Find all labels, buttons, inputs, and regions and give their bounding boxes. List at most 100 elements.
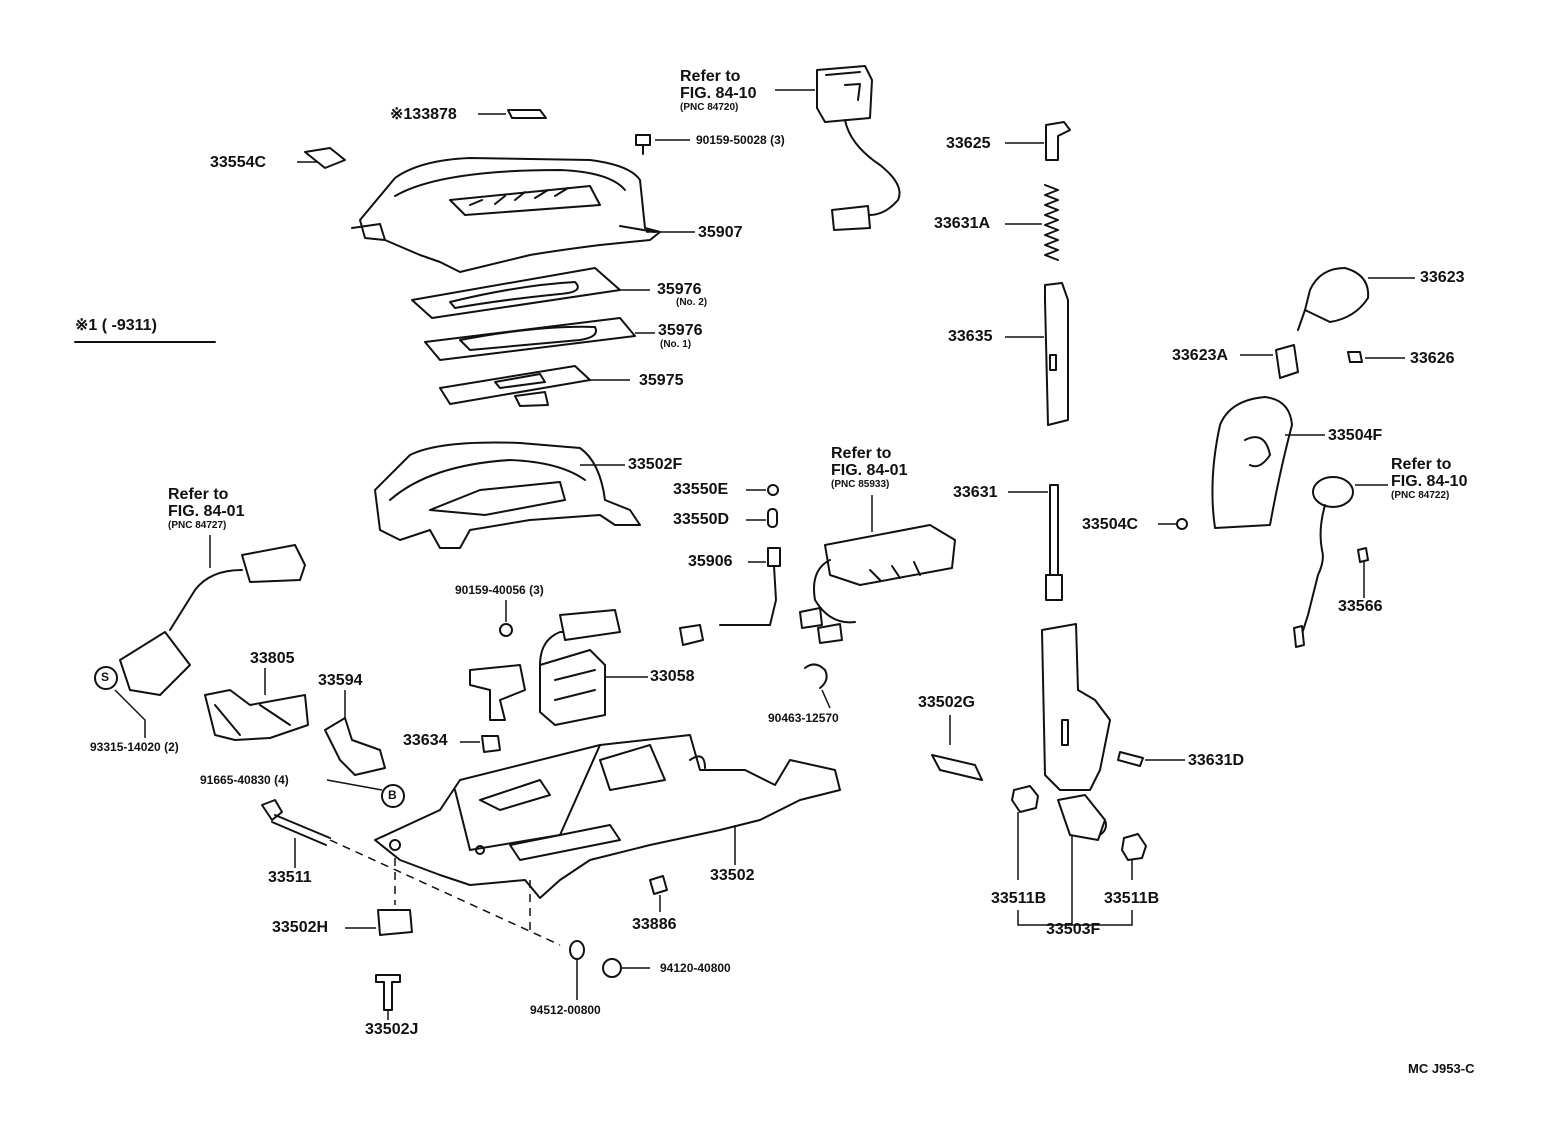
screw-90159-40056 [499,623,513,637]
label-33502F: 33502F [628,456,683,473]
mark-b-circle [381,784,405,808]
spring-33631A [1044,184,1059,261]
plate-133878 [507,109,547,119]
nut-94120-40800 [602,958,622,978]
diagram-code: MC J953-C [1408,1061,1475,1076]
label-33058: 33058 [650,668,695,685]
label-33635: 33635 [948,328,993,345]
label-35976-no1-sub: (No. 1) [660,339,692,350]
label-33511B-left: 33511B [991,890,1047,907]
label-33623: 33623 [1420,269,1465,286]
label-33631D: 33631D [1188,752,1245,769]
pin-33502G [931,754,983,781]
rod-33631 [1049,484,1059,581]
refer-84720-line2: FIG. 84-10 [680,85,757,102]
washer-94512-00800 [569,940,585,960]
refer-84722-line1: Refer to [1391,456,1452,473]
refer-84720-line1: Refer to [680,68,741,85]
pin-33626 [1347,351,1363,363]
label-90159-50028: 90159-50028 (3) [696,133,785,147]
plate-35976-no2 [411,267,621,319]
clip-33886 [649,875,668,895]
label-33511: 33511 [268,869,312,886]
mark-b: B [388,788,397,802]
refer-block-85933: Refer to FIG. 84-01 (PNC 85933) [831,445,907,490]
socket-35906 [767,547,781,567]
pin-33625 [1045,121,1071,161]
label-94120-40800: 94120-40800 [660,961,731,975]
label-33631: 33631 [953,484,998,501]
refer-84722-pnc: (PNC 84722) [1391,490,1450,501]
label-33566: 33566 [1338,598,1383,615]
refer-84720-pnc: (PNC 84720) [680,102,739,113]
label-33511B-right: 33511B [1104,890,1160,907]
pin-33631D [1117,751,1144,767]
shift-bezel-35907 [351,157,661,273]
label-35976-no1: 35976 [658,322,703,339]
label-33503F: 33503F [1046,921,1101,938]
rod-33635 [1044,282,1069,426]
label-33550E: 33550E [673,481,729,498]
cushion-33502H [377,909,413,936]
label-33502G: 33502G [918,694,975,711]
label-33626: 33626 [1410,350,1455,367]
refer-block-84722: Refer to FIG. 84-10 (PNC 84722) [1391,456,1467,501]
screw-33504C [1176,518,1188,530]
label-33502J: 33502J [365,1021,419,1038]
label-33594: 33594 [318,672,363,689]
label-35976-no2-sub: (No. 2) [676,297,708,308]
label-33502: 33502 [710,867,755,884]
clamp-90463-12570 [804,663,828,689]
label-33502H: 33502H [272,919,329,936]
lever-33503F [1041,623,1111,925]
label-35976-no2: 35976 [657,281,702,298]
collar-33502J [375,974,401,1011]
knob-33504F [1211,396,1293,529]
plate-35976-no1 [424,317,636,361]
label-90159-40056: 90159-40056 (3) [455,583,544,597]
refer-85933-line1: Refer to [831,445,892,462]
mark-s-circle [94,666,118,690]
refer-84727-line1: Refer to [168,486,229,503]
clip-33566 [1357,547,1369,563]
label-35975: 35975 [639,372,684,389]
housing-33502F [374,441,641,549]
bracket-33805 [204,689,309,741]
label-94512-00800: 94512-00800 [530,1003,601,1017]
label-33623A: 33623A [1172,347,1229,364]
refer-84727-pnc: (PNC 84727) [168,520,227,531]
refer-84722-line2: FIG. 84-10 [1391,473,1468,490]
refer-84727-line2: FIG. 84-01 [168,503,245,520]
label-33631A: 33631A [934,215,991,232]
bulb-33550E [767,484,779,496]
screw-90159-50028 [635,134,651,146]
refer-block-84720: Refer to FIG. 84-10 (PNC 84720) [680,68,756,113]
refer-block-84727: Refer to FIG. 84-01 (PNC 84727) [168,486,244,531]
plate-33594 [324,717,386,776]
label-33504C: 33504C [1082,516,1139,533]
label-90463-12570: 90463-12570 [768,711,839,725]
refer-85933-line2: FIG. 84-01 [831,462,908,479]
bulb-33550D [767,508,778,528]
switch-refer-84-10-84722 [1293,476,1388,648]
bushing-33511B-right [1121,833,1147,861]
label-91665-40830: 91665-40830 (4) [200,773,289,787]
label-33805: 33805 [250,650,295,667]
base-33502 [374,734,841,899]
bushing-33511B-left [1011,785,1039,813]
solenoid-33058 [469,609,648,726]
label-33625: 33625 [946,135,991,152]
clip-33554C [304,147,346,169]
label-33886: 33886 [632,916,677,933]
spring-33623A [1275,344,1299,379]
switch-refer-84-10-84720 [775,65,901,231]
label-33550D: 33550D [673,511,730,528]
label-33634: 33634 [403,732,448,749]
label-33504F: 33504F [1328,427,1383,444]
button-33623 [1304,267,1370,323]
harness-refer-84-01-84727 [119,535,306,696]
label-93315-14020: 93315-14020 (2) [90,740,179,754]
cap-33634 [481,735,501,753]
